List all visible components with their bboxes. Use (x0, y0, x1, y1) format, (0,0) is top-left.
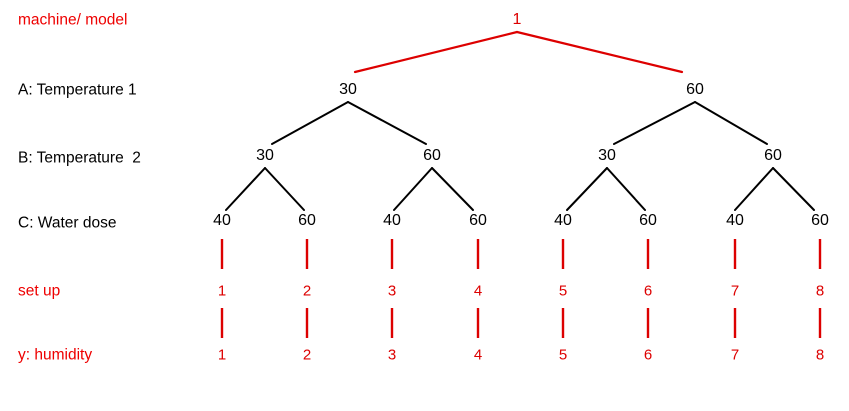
row-label-factor-c: C: Water dose (18, 214, 117, 232)
tree-node-level-c-4: 60 (469, 212, 487, 229)
tree-node-level-b-1: 30 (256, 147, 274, 164)
humidity-value-8: 8 (815, 346, 825, 364)
edge-b-to-c-7 (734, 167, 774, 211)
tree-node-level-c-6: 60 (639, 212, 657, 229)
row-label-machine-model: machine/ model (18, 11, 128, 29)
tree-node-level-b-2: 60 (423, 147, 441, 164)
tree-node-level-c-2: 60 (298, 212, 316, 229)
row-label-y-humidity: y: humidity (18, 346, 93, 364)
humidity-value-6: 6 (643, 346, 653, 364)
edge-group-b-to-c (225, 167, 815, 211)
tree-node-root: 1 (512, 11, 522, 28)
setup-value-8: 8 (815, 282, 825, 300)
row-label-factor-a: A: Temperature 1 (18, 81, 137, 99)
tree-node-level-c-8: 60 (811, 212, 829, 229)
edge-b-to-c-6 (606, 167, 646, 211)
setup-value-4: 4 (473, 282, 483, 300)
humidity-value-4: 4 (473, 346, 483, 364)
tree-node-level-b-3: 30 (598, 147, 616, 164)
row-label-set-up: set up (18, 282, 61, 300)
tree-node-level-c-3: 40 (383, 212, 401, 229)
edge-b-to-c-4 (431, 167, 474, 211)
tree-node-level-c-1: 40 (213, 212, 231, 229)
setup-value-2: 2 (302, 282, 312, 300)
edge-b-to-c-3 (393, 167, 433, 211)
setup-value-7: 7 (730, 282, 740, 300)
edge-group-root-to-a (353, 30, 684, 74)
row-label-factor-b: B: Temperature 2 (18, 149, 141, 167)
humidity-value-7: 7 (730, 346, 740, 364)
edge-b-to-c-8 (772, 167, 815, 211)
edge-a-to-b-2 (347, 101, 427, 145)
connector-group-setup-to-y (220, 308, 822, 338)
tree-node-level-c-7: 40 (726, 212, 744, 229)
edge-root-to-a-1 (353, 30, 519, 74)
edge-a-to-b-4 (694, 101, 768, 145)
edge-group-a-to-b (271, 101, 768, 145)
edge-b-to-c-2 (264, 167, 305, 211)
humidity-value-3: 3 (387, 346, 397, 364)
edge-b-to-c-1 (225, 167, 266, 211)
tree-node-level-a-1: 30 (339, 81, 357, 98)
edge-a-to-b-3 (613, 101, 696, 145)
setup-value-6: 6 (643, 282, 653, 300)
tree-node-level-a-2: 60 (686, 81, 704, 98)
humidity-value-5: 5 (558, 346, 568, 364)
humidity-value-2: 2 (302, 346, 312, 364)
tree-node-level-b-4: 60 (764, 147, 782, 164)
tree-node-level-c-5: 40 (554, 212, 572, 229)
setup-value-3: 3 (387, 282, 397, 300)
edge-a-to-b-1 (271, 101, 349, 145)
setup-value-1: 1 (217, 282, 227, 300)
edge-root-to-a-2 (515, 30, 684, 74)
humidity-value-1: 1 (217, 346, 227, 364)
edge-b-to-c-5 (566, 167, 608, 211)
setup-value-5: 5 (558, 282, 568, 300)
connector-group-c-to-setup (220, 239, 822, 269)
